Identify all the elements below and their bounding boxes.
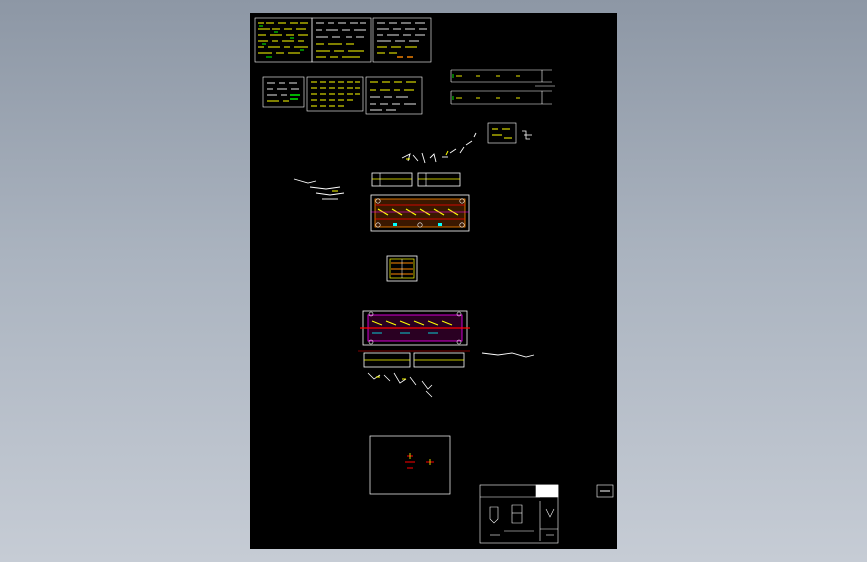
notes-table-2 [311, 17, 372, 63]
title-frame-view [369, 435, 451, 495]
side-elevation-view [360, 310, 470, 346]
scattered-annotations-accent [332, 150, 449, 192]
side-view [358, 350, 470, 398]
part-list-2 [306, 76, 364, 112]
top-assembly-view [371, 172, 461, 187]
bar-layout-view [450, 69, 555, 105]
title-block [479, 484, 559, 544]
part-list-3 [365, 76, 423, 115]
part-list-1 [262, 76, 305, 108]
section-detail-view [370, 194, 470, 232]
plan-view [386, 255, 418, 282]
scattered-annotations-top [293, 132, 535, 358]
small-detail-view [487, 122, 532, 144]
drawing-sheet[interactable] [250, 13, 617, 549]
cad-canvas[interactable] [250, 13, 617, 549]
notes-table-3 [372, 17, 432, 63]
notes-table-1 [254, 17, 313, 63]
side-stamp [596, 484, 614, 498]
